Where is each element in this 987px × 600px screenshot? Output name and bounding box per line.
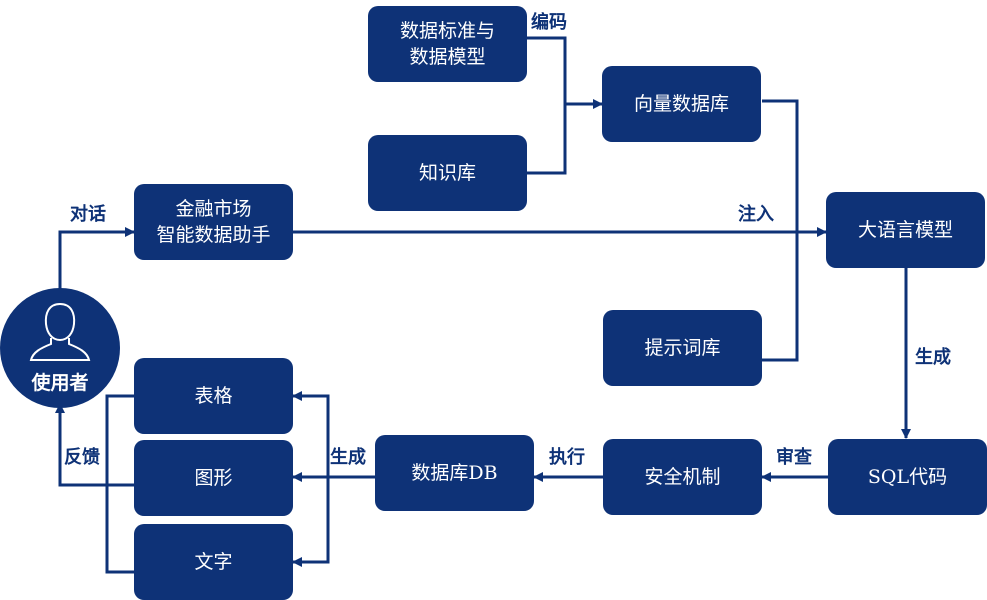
prompt-lib-label: 提示词库	[644, 337, 721, 359]
node-chart[interactable]: 图形	[134, 440, 293, 516]
edge-bus-to-text	[292, 477, 330, 567]
edge-user-to-assistant	[58, 227, 135, 290]
edge-label-dialog: 对话	[70, 204, 106, 225]
person-icon	[29, 302, 91, 361]
security-label: 安全机制	[644, 466, 721, 488]
data-standard-line2: 数据模型	[409, 46, 486, 68]
database-label: 数据库DB	[411, 462, 498, 484]
llm-label: 大语言模型	[857, 219, 953, 241]
edge-label-review: 审查	[776, 447, 812, 468]
chart-label: 图形	[194, 467, 233, 489]
node-security[interactable]: 安全机制	[603, 439, 762, 515]
node-database[interactable]: 数据库DB	[375, 435, 534, 511]
user-label: 使用者	[31, 372, 89, 394]
node-data-standard[interactable]: 数据标准与 数据模型	[368, 6, 527, 82]
node-assistant[interactable]: 金融市场 智能数据助手	[134, 184, 293, 260]
edge-label-encode: 编码	[531, 12, 567, 33]
edge-label-execute: 执行	[549, 447, 585, 468]
edge-label-feedback: 反馈	[64, 447, 100, 468]
edge-standard-to-merge	[527, 36, 567, 104]
vector-db-label: 向量数据库	[633, 93, 729, 115]
edge-feedback-to-user	[55, 403, 134, 487]
edge-label-generate-sql: 生成	[915, 347, 951, 368]
edge-label-inject: 注入	[738, 204, 774, 225]
node-knowledge-base[interactable]: 知识库	[368, 135, 527, 211]
edge-vector-to-bus	[762, 99, 799, 362]
node-vector-db[interactable]: 向量数据库	[602, 66, 761, 142]
table-label: 表格	[194, 385, 233, 407]
assistant-line1: 金融市场	[175, 198, 252, 220]
edge-knowledge-to-merge	[527, 104, 567, 175]
node-table[interactable]: 表格	[134, 358, 293, 434]
node-text[interactable]: 文字	[134, 524, 293, 600]
node-prompt-lib[interactable]: 提示词库	[603, 310, 762, 386]
knowledge-base-label: 知识库	[418, 162, 476, 184]
sql-code-label: SQL代码	[867, 466, 948, 488]
node-sql-code[interactable]: SQL代码	[828, 439, 987, 515]
edge-label-generate-output: 生成	[330, 447, 366, 468]
text-label: 文字	[194, 551, 233, 573]
edge-bus-to-table	[292, 391, 330, 477]
assistant-line2: 智能数据助手	[156, 224, 271, 246]
data-standard-line1: 数据标准与	[399, 20, 495, 42]
node-llm[interactable]: 大语言模型	[826, 192, 985, 268]
user-node[interactable]: 使用者	[0, 288, 120, 408]
